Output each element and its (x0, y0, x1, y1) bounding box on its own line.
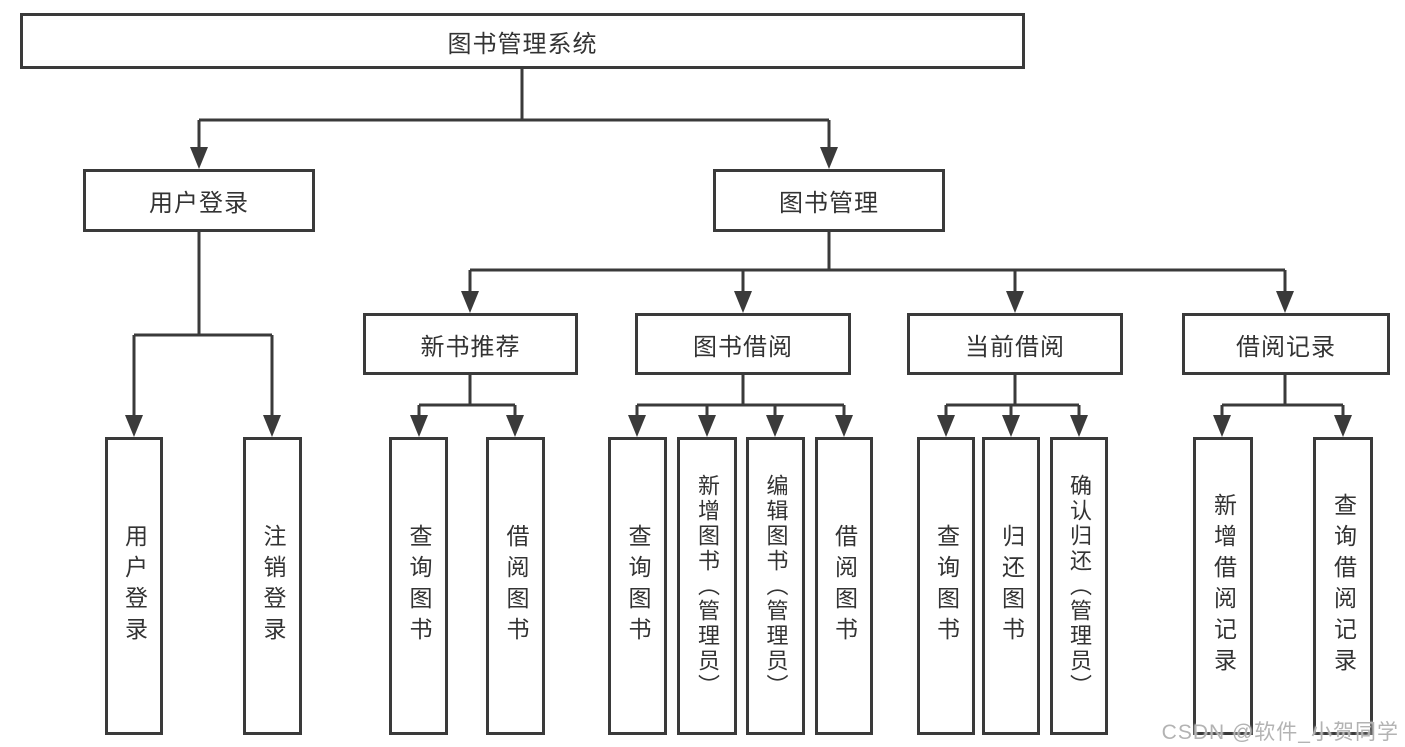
node-root-library-system: 图书管理系统 (20, 13, 1025, 69)
arrow-down-icon (190, 147, 208, 169)
arrow-down-icon (1334, 415, 1352, 437)
arrow-down-icon (1070, 415, 1088, 437)
leaf-query-borrow-record: 查询借阅记录 (1313, 437, 1373, 735)
leaf-label: 编辑图书（管理员） (763, 473, 789, 699)
leaf-label: 借阅图书 (831, 524, 858, 648)
arrow-down-icon (410, 415, 428, 437)
leaf-query-books-3: 查询图书 (917, 437, 975, 735)
leaf-label: 查询图书 (406, 524, 432, 648)
leaf-label: 新增借阅记录 (1210, 493, 1237, 679)
leaf-user-login: 用户登录 (105, 437, 163, 735)
arrow-down-icon (734, 291, 752, 313)
leaf-label: 查询图书 (933, 524, 960, 648)
leaf-label: 查询图书 (625, 524, 651, 648)
csdn-watermark: CSDN @软件_小贺同学 (1161, 721, 1399, 744)
leaf-query-books-2: 查询图书 (608, 437, 667, 735)
arrow-down-icon (125, 415, 143, 437)
arrow-down-icon (820, 147, 838, 169)
leaf-label: 用户登录 (121, 524, 148, 648)
arrow-down-icon (628, 415, 646, 437)
arrow-down-icon (698, 415, 716, 437)
node-borrowing-records: 借阅记录 (1182, 313, 1390, 375)
leaf-label: 借阅图书 (503, 524, 529, 648)
arrow-down-icon (937, 415, 955, 437)
leaf-label: 新增图书（管理员） (695, 473, 720, 699)
leaf-add-books-admin: 新增图书（管理员） (677, 437, 737, 735)
leaf-confirm-return-admin: 确认归还（管理员） (1050, 437, 1108, 735)
node-book-borrowing: 图书借阅 (635, 313, 851, 375)
leaf-logout: 注销登录 (243, 437, 302, 735)
leaf-label: 归还图书 (998, 524, 1025, 648)
node-user-login: 用户登录 (83, 169, 315, 232)
leaf-label: 注销登录 (260, 524, 286, 648)
node-current-borrowing: 当前借阅 (907, 313, 1123, 375)
node-new-book-recommend: 新书推荐 (363, 313, 578, 375)
arrow-down-icon (1213, 415, 1231, 437)
arrow-down-icon (766, 415, 784, 437)
leaf-return-books: 归还图书 (982, 437, 1040, 735)
arrow-down-icon (1006, 291, 1024, 313)
leaf-edit-books-admin: 编辑图书（管理员） (746, 437, 805, 735)
node-book-management: 图书管理 (713, 169, 945, 232)
arrow-down-icon (1276, 291, 1294, 313)
leaf-label: 查询借阅记录 (1330, 493, 1357, 679)
arrow-down-icon (263, 415, 281, 437)
leaf-add-borrow-record: 新增借阅记录 (1193, 437, 1253, 735)
leaf-label: 确认归还（管理员） (1067, 473, 1092, 699)
leaf-query-books-1: 查询图书 (389, 437, 448, 735)
leaf-borrow-books-1: 借阅图书 (486, 437, 545, 735)
leaf-borrow-books-2: 借阅图书 (815, 437, 873, 735)
arrow-down-icon (461, 291, 479, 313)
arrowheads (125, 147, 1352, 437)
arrow-down-icon (1002, 415, 1020, 437)
arrow-down-icon (506, 415, 524, 437)
arrow-down-icon (835, 415, 853, 437)
